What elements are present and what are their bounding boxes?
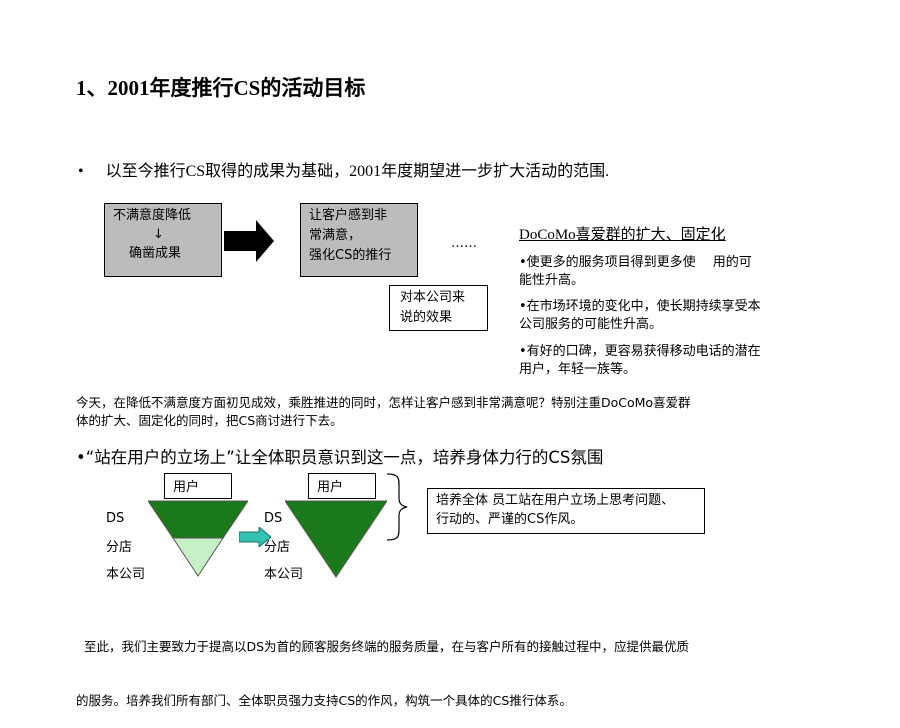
box1-line1: 不满意度降低	[113, 208, 192, 223]
inverted-pyramid-right	[285, 500, 387, 578]
box1-line2: 确凿成果	[129, 246, 182, 261]
box2-line3: 强化CS的推行	[309, 248, 392, 263]
paragraph-status: 今天，在降低不满意度方面初见成效，乘胜推进的同时，怎样让客户感到非常满意呢？特别…	[76, 395, 691, 428]
label-branch-left: 分店	[106, 540, 133, 555]
label-branch-right: 分店	[264, 540, 291, 555]
effect-box-line2: 说的效果	[400, 310, 453, 325]
curly-brace-icon	[386, 473, 408, 541]
intro-text: 以至今推行CS取得的成果为基础，2001年度期望进一步扩大活动的范围.	[105, 163, 610, 180]
box-dissatisfaction-reduced: 不满意度降低 ↓ 确凿成果	[104, 203, 222, 277]
paragraph-summary: 至此，我们主要致力于提高以DS为首的顾客服务终端的服务质量，在与客户所有的接触过…	[76, 639, 690, 708]
benefit-item: •使更多的服务项目得到更多使 用的可 能性升高。	[519, 255, 752, 288]
transition-arrow-icon	[239, 527, 271, 547]
box2-line2: 常满意，	[309, 228, 362, 243]
label-ds-right: DS	[264, 511, 283, 526]
box2-line1: 让客户感到非	[309, 208, 388, 223]
page-title: 1、2001年度推行CS的活动目标	[76, 76, 366, 100]
label-hq-left: 本公司	[106, 567, 146, 582]
label-hq-right: 本公司	[264, 567, 304, 582]
down-arrow-icon: ↓	[153, 227, 164, 242]
user-box-left: 用户	[164, 473, 232, 499]
ellipsis: ……	[451, 236, 477, 251]
effects-title: DoCoMo喜爱群的扩大、固定化	[519, 227, 726, 243]
benefit-item: •有好的口碑，更容易获得移动电话的潜在 用户，年轻一族等。	[519, 344, 761, 377]
right-arrow-icon	[224, 220, 274, 262]
box-company-effect: 对本公司来 说的效果	[389, 285, 488, 331]
box-strengthen-cs: 让客户感到非 常满意， 强化CS的推行	[300, 203, 418, 277]
callout-cs-culture: 培养全体 员工站在用户立场上思考问题、 行动的、严谨的CS作风。	[427, 488, 705, 534]
inverted-pyramid-left	[148, 500, 248, 577]
effect-box-line1: 对本公司来	[400, 290, 466, 305]
user-box-right: 用户	[308, 473, 376, 499]
label-ds-left: DS	[106, 511, 125, 526]
benefit-item: •在市场环境的变化中，使长期持续享受本 公司服务的可能性升高。	[519, 299, 761, 332]
intro-line: • 以至今推行CS取得的成果为基础，2001年度期望进一步扩大活动的范围.	[78, 157, 609, 181]
bullet-user-standpoint: •“站在用户的立场上”让全体职员意识到这一点，培养身体力行的CS氛围	[76, 448, 604, 467]
intro-bullet: •	[78, 163, 84, 180]
